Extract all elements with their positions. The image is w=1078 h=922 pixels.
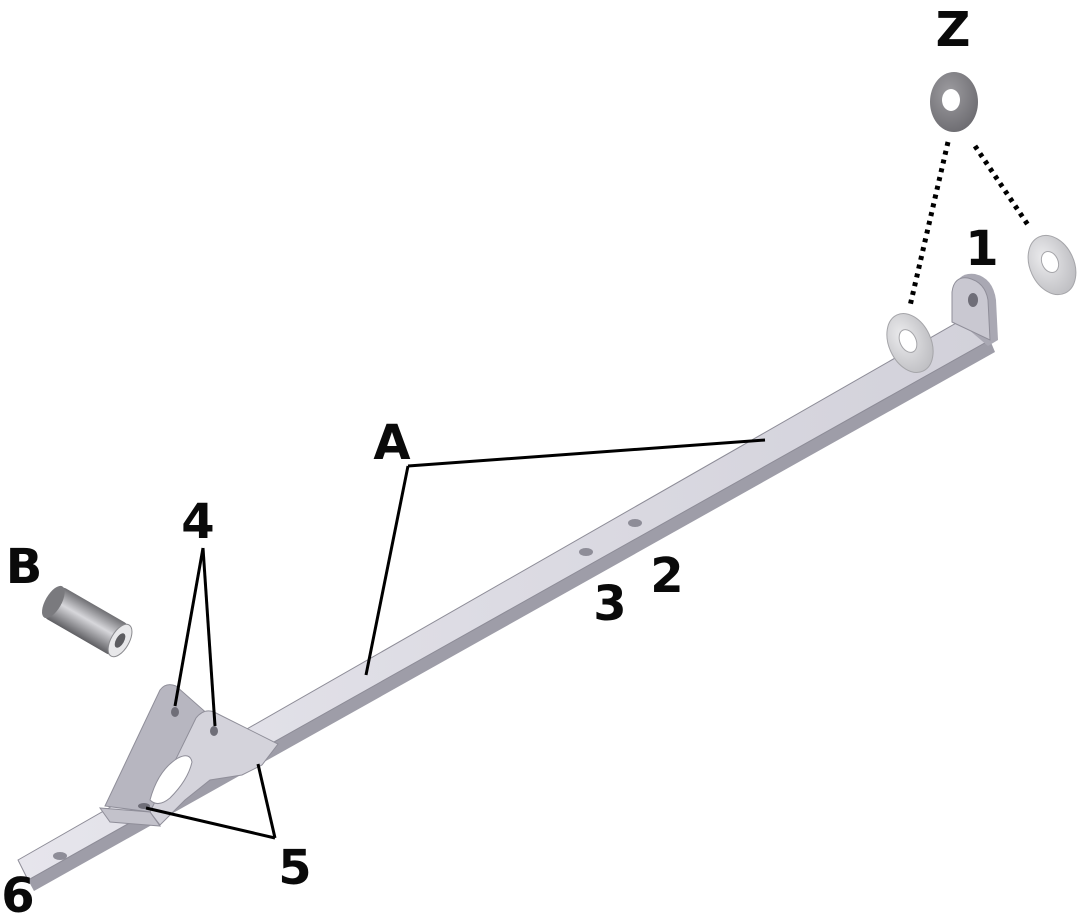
bracket-cutout bbox=[149, 755, 193, 804]
washer-right bbox=[1027, 234, 1077, 296]
label-2: 2 bbox=[650, 548, 683, 604]
leader-z-left bbox=[907, 141, 951, 307]
spacer-body bbox=[44, 587, 128, 655]
leader-4-right bbox=[201, 547, 217, 727]
label-3: 3 bbox=[593, 576, 626, 632]
leader-a-bottom bbox=[364, 465, 410, 676]
leader-5-right bbox=[256, 763, 277, 839]
bracket-hole-right bbox=[210, 726, 218, 736]
leader-a-top bbox=[407, 438, 766, 468]
leader-z-right bbox=[972, 144, 1033, 230]
washer-top-hole bbox=[942, 89, 960, 111]
spacer-back-end bbox=[42, 585, 65, 619]
end-tab-face bbox=[951, 277, 991, 341]
label-b: B bbox=[6, 539, 43, 595]
bracket-front-plate bbox=[149, 710, 279, 826]
callout-labels: A B Z 1 2 3 4 5 6 bbox=[1, 2, 998, 922]
label-6: 6 bbox=[1, 868, 34, 922]
washer-installed bbox=[886, 313, 934, 373]
bracket-hole-left bbox=[171, 707, 179, 717]
label-z: Z bbox=[936, 2, 971, 58]
washer-installed-hole bbox=[898, 329, 918, 353]
end-tab-hole bbox=[968, 293, 978, 307]
bar-hole-2 bbox=[628, 519, 642, 527]
bracket-base bbox=[98, 807, 162, 827]
leader-lines bbox=[145, 141, 1033, 840]
spacer-part bbox=[42, 585, 133, 658]
label-1: 1 bbox=[965, 221, 998, 277]
bar-hole-3 bbox=[579, 548, 593, 556]
spacer-bore bbox=[114, 633, 126, 648]
label-a: A bbox=[373, 415, 410, 471]
label-5: 5 bbox=[278, 840, 311, 896]
washer-top bbox=[930, 72, 978, 132]
bar-hole-6 bbox=[53, 852, 67, 860]
label-4: 4 bbox=[181, 494, 214, 550]
bracket bbox=[98, 684, 279, 827]
end-tab bbox=[951, 273, 998, 346]
leader-4-left bbox=[173, 547, 205, 707]
washer-right-hole bbox=[1040, 250, 1060, 274]
leader-5-left bbox=[145, 806, 276, 840]
